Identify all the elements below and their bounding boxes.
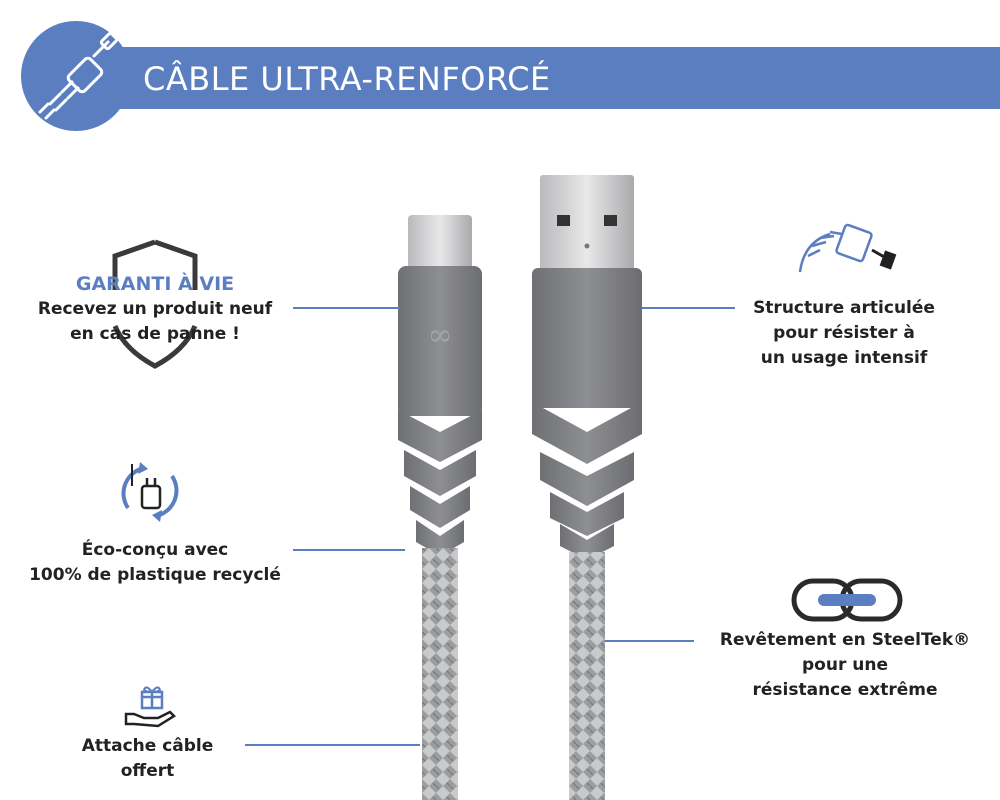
- recycle-charger-icon: [121, 462, 179, 522]
- cable-logo-icon: [21, 21, 131, 131]
- structure-line-2: pour résister à: [773, 323, 915, 343]
- page-title: CÂBLE ULTRA-RENFORCÉ: [143, 60, 551, 98]
- gift-feature: Attache câble offert: [20, 734, 275, 784]
- structure-line-3: un usage intensif: [760, 348, 928, 368]
- steeltek-line-2: pour une: [802, 655, 888, 675]
- eco-feature: Éco-conçu avec 100% de plastique recyclé: [20, 538, 290, 588]
- warranty-feature: GARANTI À VIE Recevez un produit neuf en…: [20, 272, 290, 347]
- shield-icon: [112, 239, 198, 369]
- warranty-line-1: Recevez un produit neuf: [37, 299, 273, 319]
- gift-line-2: offert: [120, 761, 175, 781]
- header-banner: [60, 47, 1000, 109]
- structure-feature: Structure articulée pour résister à un u…: [728, 296, 960, 371]
- eco-line-2: 100% de plastique recyclé: [29, 565, 281, 585]
- eco-line-1: Éco-conçu avec: [81, 540, 229, 560]
- structure-line-1: Structure articulée: [753, 298, 935, 318]
- steeltek-feature: Revêtement en SteelTek® pour une résista…: [700, 628, 990, 703]
- gift-line-1: Attache câble: [81, 736, 214, 756]
- warranty-line-2: en cas de panne !: [70, 324, 240, 344]
- chain-link-icon: [791, 578, 903, 622]
- cable-product-image: ∞: [398, 175, 642, 800]
- steeltek-line-3: résistance extrême: [752, 680, 938, 700]
- steeltek-line-1: Revêtement en SteelTek®: [719, 630, 971, 650]
- gift-hand-icon: [124, 686, 176, 728]
- articulated-cable-icon: [798, 223, 897, 273]
- warranty-title: GARANTI À VIE: [75, 273, 235, 295]
- svg-text:∞: ∞: [428, 318, 453, 353]
